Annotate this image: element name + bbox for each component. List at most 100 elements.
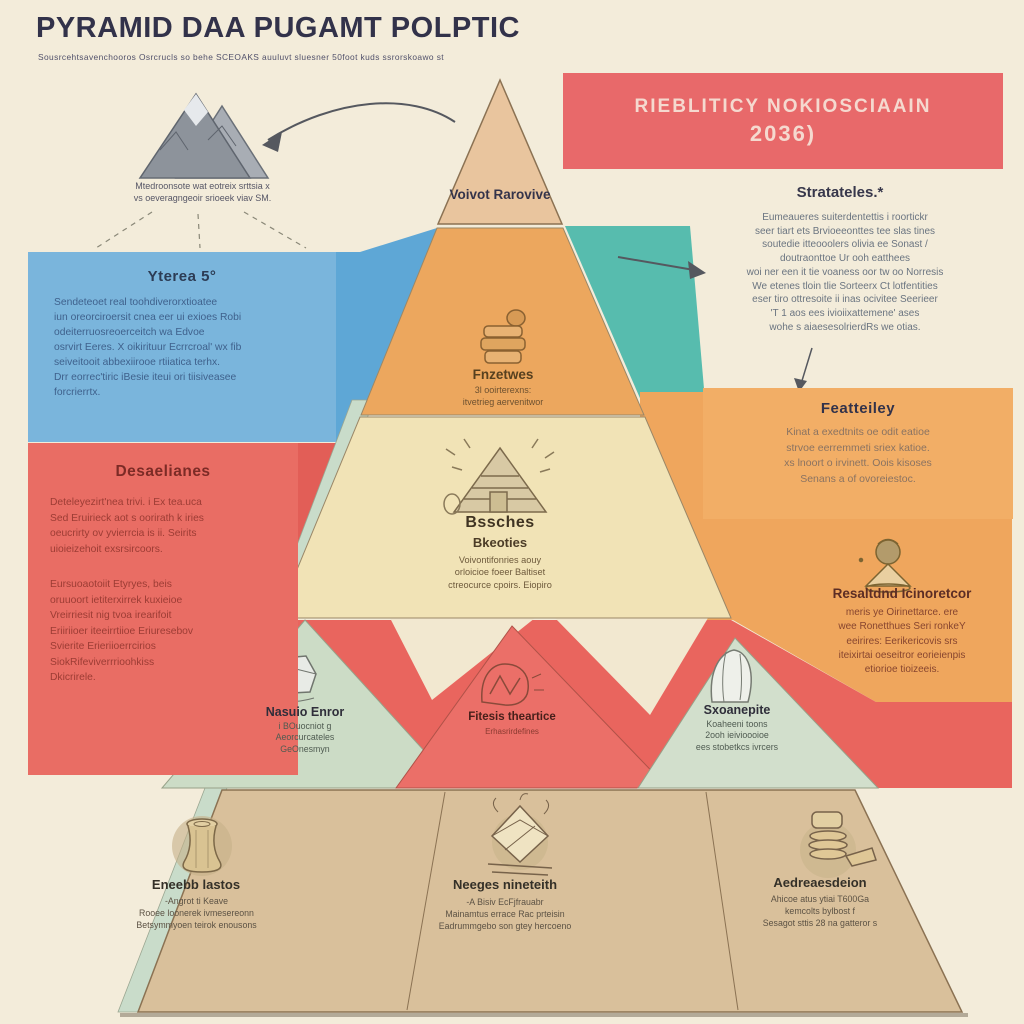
curved-arrow-to-mountain (262, 102, 456, 152)
mountain-note: Mtedroonsote wat eotreix srttsia x vs oe… (70, 181, 335, 204)
orange-panel-line: Senans a of ovoreiestoc. (800, 472, 916, 485)
strategies-text: Eumeaueres suiterdentettis i roortickr s… (695, 211, 995, 334)
blue-panel-line: Drr eorrec'tiric iBesie iteui ori tiisiv… (54, 372, 237, 383)
research-heading: Resaltdnd Icinoretcor (832, 586, 972, 601)
base-right-line: Ahicoe atus ytiai T600Ga (770, 894, 870, 904)
blue-panel-heading: Yterea 5° (147, 268, 217, 285)
blue-panel-line: Sendeteoet real toohdiverorxtioatee (54, 297, 218, 308)
hands-letter-icon (487, 793, 553, 876)
cream-wedge-left (390, 618, 535, 700)
research-line: etiorioe tioizeeis. (864, 664, 940, 676)
red-panel-line: Sed Eruirieck aot s oorirath k iries (50, 512, 204, 524)
blue-panel: Yterea 5° Sendeteoet real toohdiverorxti… (28, 252, 336, 442)
shell-icon (710, 649, 752, 703)
row4-right-text: Koaheeni toons 2ooh ieivioooioe ees stob… (665, 719, 809, 753)
red-panel-line: oeucrirty ov yvierrcia is ii. Seirits (50, 528, 197, 539)
pyramid-top-label: Voivot Rarovive (449, 187, 551, 202)
strategies-line: We etenes tloin tlie Sorteerx Ct lotfent… (752, 280, 938, 292)
base-left-line: Betsymmyoen teirok enousons (136, 919, 257, 930)
orange-panel-line: Kinat a exedtnits oe odit eatioe (786, 426, 930, 438)
row4-right-line: Koaheeni toons (706, 719, 768, 729)
orange-panel: Featteiley Kinat a exedtnits oe odit eat… (703, 388, 1013, 519)
base-divider-right (705, 791, 739, 1011)
red-panel-line: oruuoort ietiterxirrek kuxieioe (50, 594, 183, 606)
row4-right-line: ees stobetkcs ivrcers (695, 741, 779, 752)
red-panel-line: SiokRifeviverrrioohkiss (50, 656, 155, 668)
base-right-text: Ahicoe atus ytiai T600Ga kemcolts bylbos… (728, 894, 912, 929)
base-left-heading: Eneebb lastos (151, 877, 241, 892)
banner-line1: RIEBLITICY NOKIOSCIAAIN (634, 95, 932, 117)
base-left-line: Rooee loonerek ivmesereonn (139, 907, 254, 918)
blue-panel-line: osrvirt Eeres. X oikirituur Ecrrcroal' w… (54, 342, 242, 353)
row4-right-heading: Sxoanepite (703, 703, 771, 717)
row4-left-heading: Nasuio Enror (265, 705, 345, 719)
strategies-line: soutedie itteooolers olivia ee Sonast / (762, 239, 928, 251)
strategies-line: Eumeaueres suiterdentettis i roortickr (762, 212, 928, 223)
bread-icon (481, 663, 544, 706)
page-subtitle: Sousrcehtsavenchooros Osrcrucls so behe … (38, 52, 445, 62)
orange-panel-line: xs lnoort o irvinett. Oois kisoses (784, 457, 932, 469)
blue-panel-line: forcrierrtx. (54, 387, 101, 398)
cream-wedge-right (555, 618, 708, 715)
level3-heading: Bssches (465, 514, 535, 531)
orange-panel-line: strvoe eerremmeti sriex katioe. (786, 441, 930, 454)
teal-face (565, 226, 706, 412)
red-panel-line: Eriiriioer iteeirrtiioe Eriuresebov (50, 625, 194, 637)
blue-panel-line: seiveitooit abbexiirooe rtiiatica terhx. (54, 357, 220, 368)
level2-line: 3l ooirterexns: (474, 385, 532, 395)
red-panel-line: Dkicrirele. (50, 672, 96, 683)
base-right-line: kemcolts bylbost f (785, 905, 855, 916)
level2-heading: Fnzetwes (472, 367, 534, 382)
row4-center-text: Erhasrirdefines (438, 727, 586, 736)
red-panel-line: Deteleyezirt'nea trivi. i Ex tea.uca (50, 497, 202, 508)
base-left-line: -Angrot ti Keave (164, 896, 229, 906)
research-line: wee Ronetthues Seri ronkeY (838, 621, 966, 633)
level3-line: Voivontifonries aouy (458, 555, 542, 565)
level3-subheading: Bkeoties (472, 535, 528, 550)
research-line: eeirires: Eerikericovis srs (846, 635, 958, 647)
base-center-line: Mainamtus errace Rac prteisin (445, 908, 565, 919)
headline-banner: RIEBLITICY NOKIOSCIAAIN 2036) (563, 73, 1003, 169)
strategies-line: 'T 1 aos ees ivioiixattemene' ases (770, 307, 920, 319)
red-panel: Desaelianes Deteleyezirt'nea trivi. i Ex… (28, 443, 298, 775)
strategies-heading: Stratateles.* (796, 184, 884, 201)
base-left-text: -Angrot ti Keave Rooee loonerek ivmesere… (104, 896, 289, 931)
pyramid-base (136, 789, 964, 1013)
row4-left-line: GeOnesmyn (280, 743, 330, 754)
level1-triangle (436, 78, 564, 225)
mountain-note-line2: vs oeveragngeoir srioeek viav SM. (133, 192, 272, 203)
row4-right-line: 2ooh ieivioooioe (705, 730, 769, 741)
research-line: meris ye Oirinettarce. ere (845, 607, 959, 618)
row4-center-line: Erhasrirdefines (485, 727, 539, 736)
vase-icon (172, 816, 232, 876)
red-panel-heading: Desaelianes (115, 463, 211, 480)
strategies-line: eser tiro ottresoite ii inas ocivitee Se… (752, 294, 938, 306)
blue-panel-line: iun oreorciroersit cnea eer ui exioes Ro… (54, 312, 242, 323)
level2-text: 3l ooirterexns: itvetrieg aervenitwor (420, 385, 586, 408)
base-center-text: -A Bisiv EcFjfrauabr Mainamtus errace Ra… (408, 897, 602, 932)
cabin-icon (443, 438, 555, 515)
base-divider-left (406, 791, 446, 1011)
green-triangle-right (637, 637, 880, 789)
level3-text: Voivontifonries aouy orloicioe foeer Bal… (402, 554, 598, 591)
red-panel-para1: Deteleyezirt'nea trivi. i Ex tea.uca Sed… (28, 495, 298, 557)
level3-line: ctreocurce cpoirs. Eiopiro (448, 579, 552, 590)
strategies-line: wohe s aiaesesolrierdRs we otias. (769, 321, 921, 333)
base-center-line: -A Bisiv EcFjfrauabr (466, 897, 544, 907)
level2-line: itvetrieg aervenitwor (462, 396, 544, 407)
orange-panel-heading: Featteiley (820, 400, 896, 417)
red-panel-line: uioieizehoit exsrsircoors. (50, 543, 163, 555)
strategies-line: doutraonttoe Ur ooh eatthees (779, 253, 911, 265)
level2-trapezoid (360, 227, 645, 416)
blue-panel-text: Sendeteoet real toohdiverorxtioatee iun … (28, 295, 336, 400)
arrow-to-orange-panel (794, 347, 813, 392)
dashed-guides (95, 211, 307, 249)
red-panel-line: Vreirriesit nig tvoa irearifoit (50, 610, 172, 621)
level3-trapezoid (276, 416, 732, 619)
red-panel-line: Svierite Erieriioerrcirios (50, 641, 156, 652)
base-center-line: Eadrummgebo son gtey hercoeno (438, 920, 572, 931)
level3-line: orloicioe foeer Baltiset (454, 567, 546, 578)
strategies-line: woi ner een it tie voaness oor tw oo Nor… (746, 266, 944, 278)
orange-panel-text: Kinat a exedtnits oe odit eatioe strvoe … (703, 425, 1013, 487)
